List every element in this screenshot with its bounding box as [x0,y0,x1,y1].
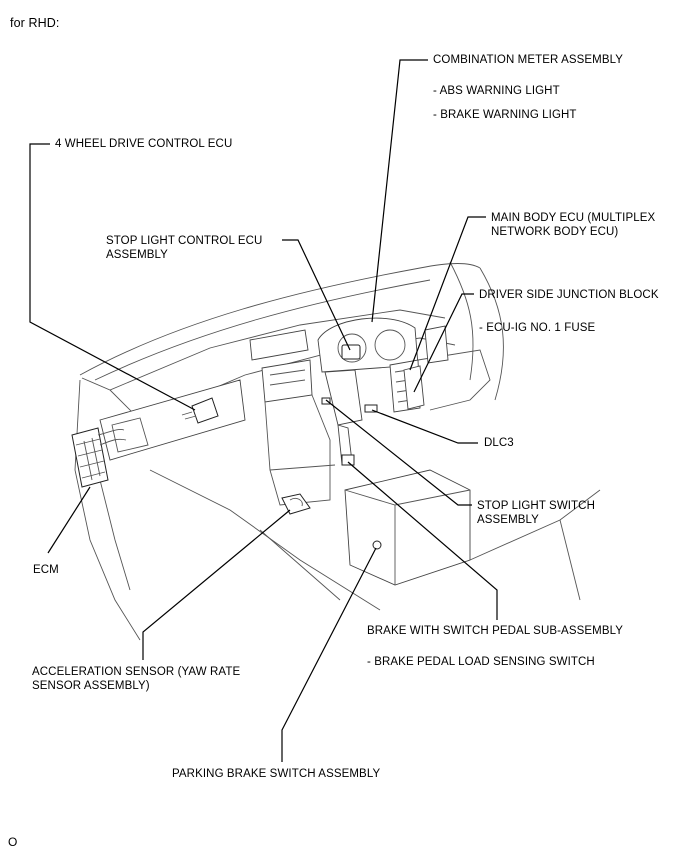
leader-stop-light-switch [325,399,472,506]
dashboard-illustration [71,261,601,641]
label-combination-meter: COMBINATION METER ASSEMBLY [433,54,624,66]
label-brake-load-sensing-switch: - BRAKE PEDAL LOAD SENSING SWITCH [367,656,595,668]
figure-code: O [8,835,18,849]
label-brake-pedal-assembly: BRAKE WITH SWITCH PEDAL SUB-ASSEMBLY [367,625,624,637]
label-ecm: ECM [33,564,59,576]
leader-stop-light-ecu [282,239,351,351]
leader-lines [29,59,498,762]
leader-combination-meter [371,59,428,323]
label-brake-warning-light: - BRAKE WARNING LIGHT [433,109,577,121]
label-abs-warning-light: - ABS WARNING LIGHT [433,85,560,97]
label-4wd-control-ecu: 4 WHEEL DRIVE CONTROL ECU [55,138,233,150]
leader-4wd-ecu [29,143,196,411]
label-main-body-ecu-line2: NETWORK BODY ECU) [491,226,619,238]
label-main-body-ecu-line1: MAIN BODY ECU (MULTIPLEX [491,212,656,224]
label-ecu-ig-fuse: - ECU-IG NO. 1 FUSE [479,322,596,334]
label-dlc3: DLC3 [484,437,514,449]
leader-main-body-ecu [409,216,486,371]
leader-brake-pedal [347,461,498,620]
label-driver-junction-block: DRIVER SIDE JUNCTION BLOCK [479,289,659,301]
leader-dlc3 [371,409,478,444]
label-accel-sensor-line2: SENSOR ASSEMBLY) [32,680,150,692]
leader-driver-jb [413,293,474,393]
label-stop-light-switch-line2: ASSEMBLY [477,514,539,526]
label-stop-light-ecu-line2: ASSEMBLY [106,249,168,261]
leader-parking-brake [281,547,377,762]
leader-ecm [47,486,91,554]
page-title: for RHD: [10,16,60,30]
label-stop-light-ecu-line1: STOP LIGHT CONTROL ECU [106,235,263,247]
leader-accel-sensor [142,509,291,660]
label-accel-sensor-line1: ACCELERATION SENSOR (YAW RATE [32,666,241,678]
label-stop-light-switch-line1: STOP LIGHT SWITCH [477,500,595,512]
label-parking-brake-switch: PARKING BRAKE SWITCH ASSEMBLY [172,768,381,780]
